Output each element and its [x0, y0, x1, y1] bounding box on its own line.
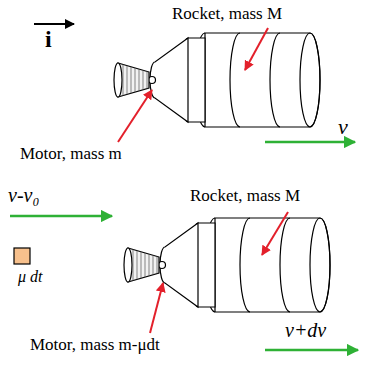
velocity-label: v	[338, 114, 348, 139]
motor-nozzle	[128, 248, 159, 282]
rocket-band	[280, 218, 290, 312]
velocity-label: v+dv	[285, 319, 326, 342]
leader-arrow	[118, 90, 152, 142]
motor-nozzle	[118, 63, 149, 97]
rocket-band	[270, 33, 280, 127]
part-label: Motor, mass m-μdt	[30, 335, 160, 355]
nozzle-rib	[141, 252, 142, 278]
leader-arrow	[262, 212, 288, 255]
rocket-end	[300, 33, 320, 127]
nozzle-rib	[139, 69, 140, 91]
nozzle-exit	[114, 63, 122, 97]
rocket-body	[215, 218, 330, 312]
nozzle-rib	[137, 251, 138, 280]
leader-arrow	[150, 283, 163, 333]
rocket-band	[230, 33, 240, 127]
nozzle-rib	[131, 67, 132, 93]
nozzle-rib	[133, 249, 134, 280]
part-label: Rocket, mass M	[172, 4, 282, 24]
velocity-arrow	[265, 141, 355, 144]
unit-vector-arrow	[34, 23, 74, 25]
velocity-label: v-v₀	[8, 184, 39, 207]
rocket-body	[205, 33, 320, 127]
nozzle-rib	[127, 66, 128, 95]
nozzle-exit	[124, 248, 132, 282]
nozzle-rib	[145, 253, 146, 277]
unit-vector-label: i	[45, 26, 52, 54]
rocket-band	[240, 218, 250, 312]
rocket-drawing	[124, 218, 330, 312]
part-label: Rocket, mass M	[190, 186, 300, 206]
nozzle-rib	[157, 256, 158, 273]
nozzle-rib	[135, 68, 136, 92]
nozzle-rib	[123, 64, 124, 95]
nozzle-rib	[143, 70, 144, 89]
nozzle-rib	[147, 71, 148, 88]
mass-label: μ dt	[18, 268, 42, 286]
leader-arrow	[245, 28, 268, 70]
rocket-drawing	[114, 33, 320, 127]
velocity-arrow	[10, 215, 112, 218]
part-label: Motor, mass m	[20, 144, 122, 164]
velocity-arrow	[265, 349, 358, 352]
ejected-mass	[14, 248, 30, 264]
nozzle-rib	[149, 254, 150, 276]
rocket-end	[310, 218, 330, 312]
nozzle-rib	[153, 255, 154, 274]
